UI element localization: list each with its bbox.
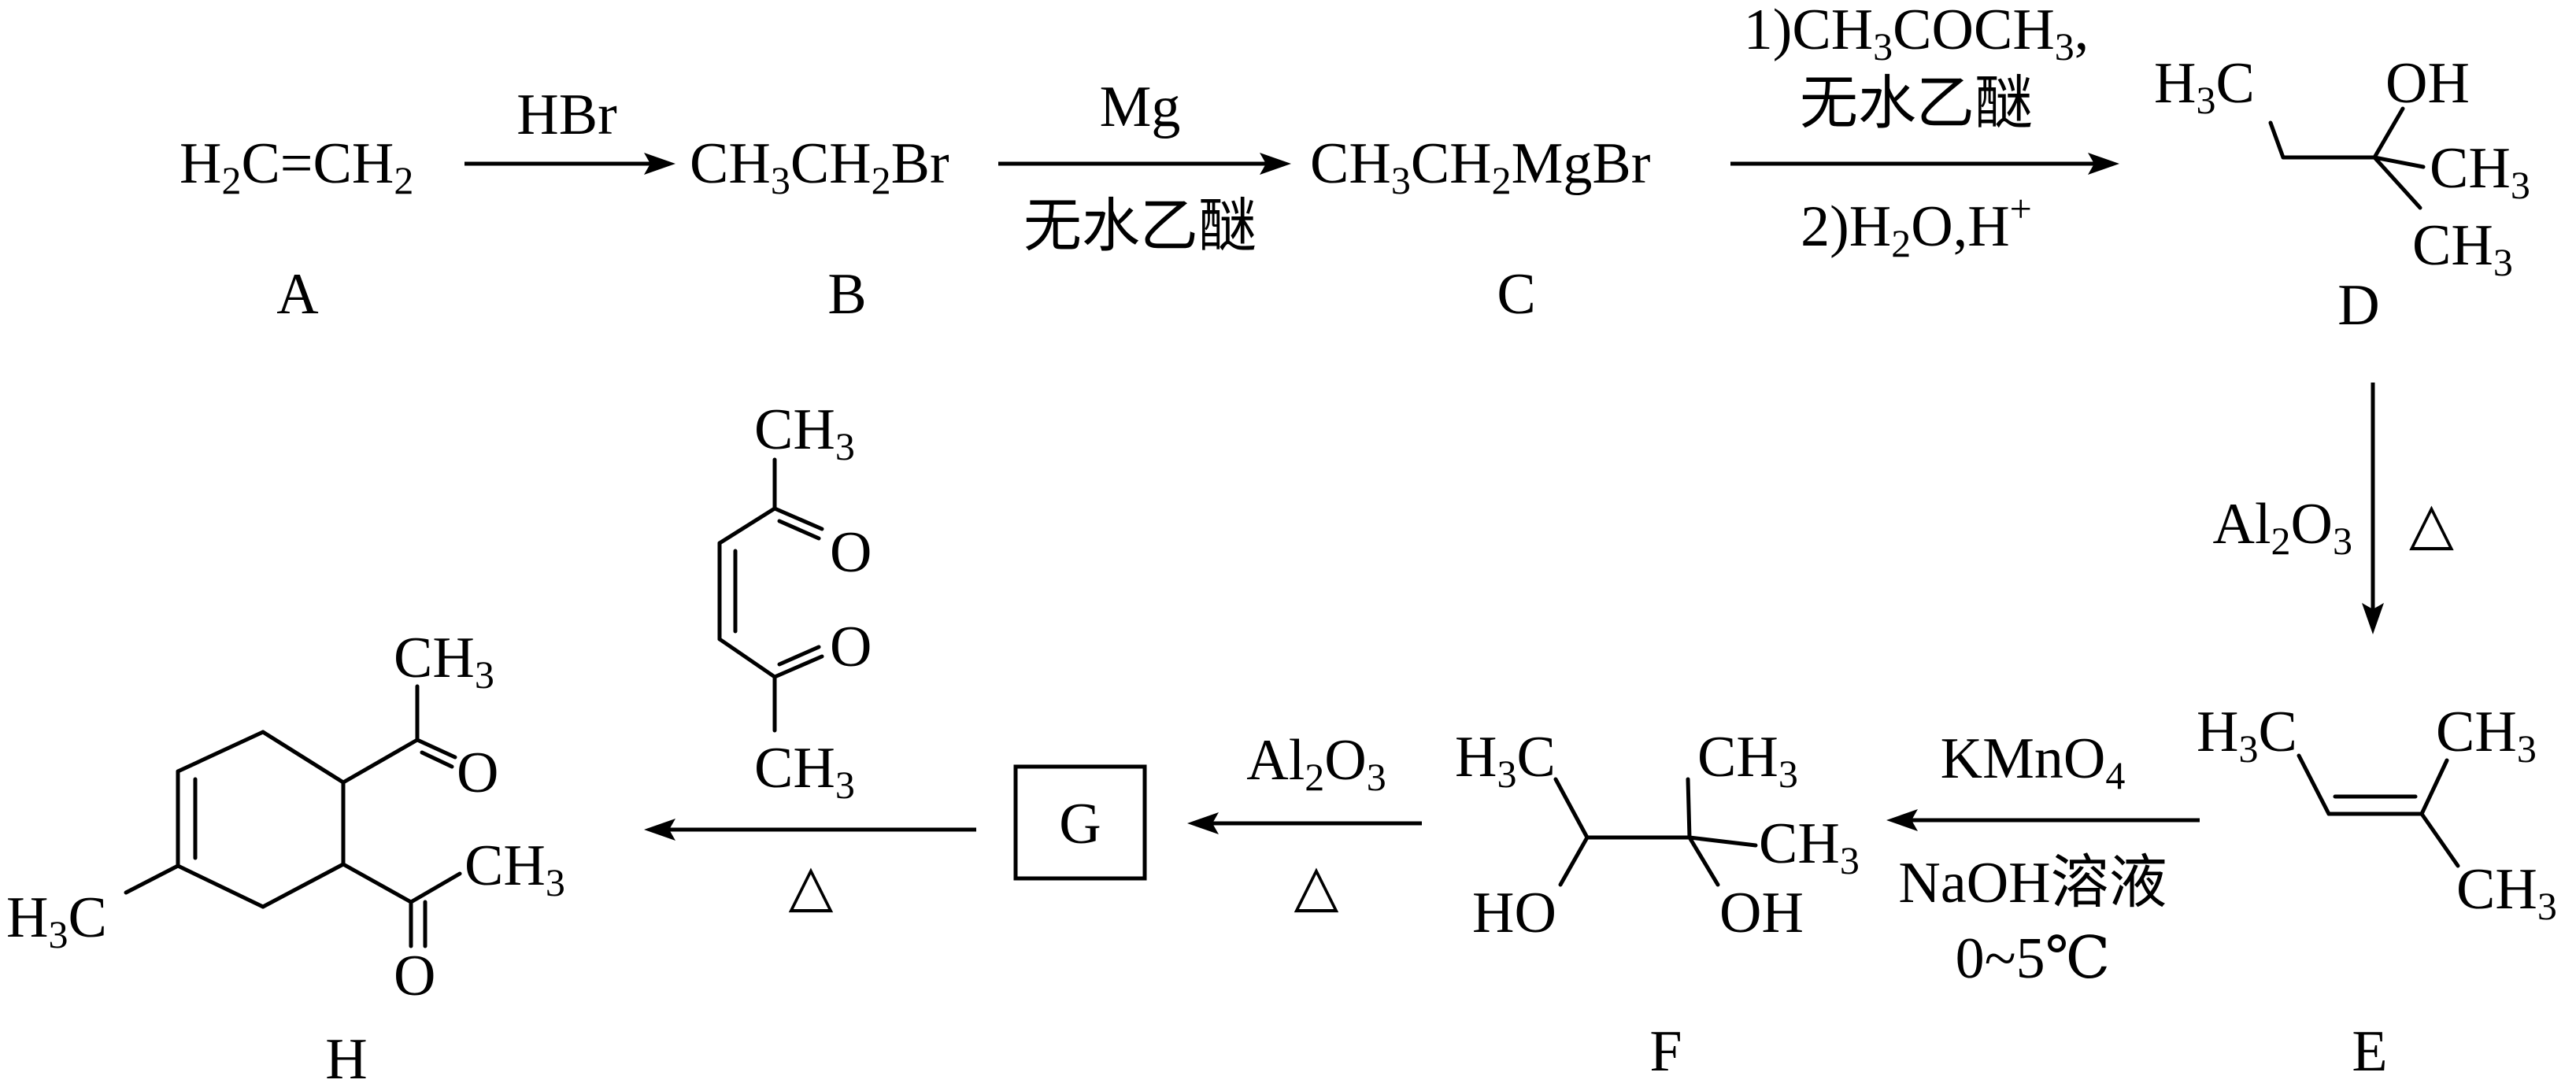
reagent-acetone: 1)CH3COCH3,: [1744, 0, 2089, 68]
compound-a-label: A: [276, 262, 318, 327]
f-atom-h3c: H3C: [1455, 725, 1556, 796]
arrow-f-to-g: [1187, 812, 1422, 834]
arrow-g-to-h: [644, 819, 976, 841]
dienophile-atom-o-bottom: O: [830, 615, 872, 679]
compound-e-structure: [2297, 753, 2460, 868]
d-atom-oh: OH: [2385, 51, 2470, 116]
heat-symbol-3: △: [789, 854, 834, 919]
compound-a-formula: H2C=CH2: [180, 131, 413, 202]
d-atom-ch3-a: CH3: [2430, 136, 2530, 207]
reaction-temperature: 0~5℃: [1956, 926, 2111, 991]
reagent-naoh: NaOH溶液: [1898, 851, 2167, 915]
compound-f-label: F: [1649, 1019, 1682, 1084]
h-atom-ch3-a: CH3: [394, 626, 494, 697]
f-atom-ch3-a: CH3: [1697, 725, 1798, 796]
h-atom-o-a: O: [457, 741, 498, 805]
arrow-c-to-d: [1730, 153, 2119, 175]
e-atom-h3c: H3C: [2197, 700, 2297, 771]
dienophile-atom-ch3-bottom: CH3: [754, 736, 855, 807]
h-atom-ch3-b: CH3: [464, 834, 565, 904]
arrow-e-to-f: [1886, 809, 2200, 831]
arrow-a-to-b: [464, 153, 675, 175]
compound-g-box: [1013, 764, 1147, 881]
solvent-ether-1: 无水乙醚: [1023, 194, 1257, 259]
f-atom-oh: OH: [1719, 881, 1804, 945]
heat-symbol-1: △: [2409, 492, 2454, 556]
heat-symbol-2: △: [1294, 854, 1339, 919]
e-atom-ch3-a: CH3: [2436, 700, 2537, 771]
compound-h-label: H: [325, 1027, 367, 1087]
compound-h-structure: [124, 684, 462, 948]
d-atom-ch3-b: CH3: [2412, 213, 2513, 284]
reagent-hbr: HBr: [516, 83, 616, 147]
reagent-h3o: 2)H2O,H+: [1801, 187, 2032, 265]
f-atom-ho: HO: [1472, 881, 1556, 945]
dienophile-atom-ch3-top: CH3: [754, 397, 855, 468]
arrow-b-to-c: [998, 153, 1291, 175]
reagent-al2o3-2: Al2O3: [1246, 728, 1386, 799]
compound-b-formula: CH3CH2Br: [690, 131, 949, 202]
compound-c-label: C: [1497, 262, 1535, 327]
dienophile-structure: [717, 457, 824, 733]
compound-e-label: E: [2352, 1019, 2387, 1084]
f-atom-ch3-b: CH3: [1759, 812, 1860, 882]
dienophile-atom-o-top: O: [830, 520, 872, 585]
solvent-ether-2: 无水乙醚: [1800, 72, 2033, 136]
reagent-mg: Mg: [1100, 75, 1181, 139]
d-atom-h3c: H3C: [2154, 51, 2255, 122]
compound-g-label: G: [1059, 792, 1101, 856]
h-atom-o-b: O: [394, 944, 435, 1008]
arrow-d-to-e: [2362, 383, 2384, 634]
compound-b-label: B: [827, 262, 866, 327]
compound-f-structure: [1553, 777, 1758, 887]
reagent-kmno4: KMnO4: [1941, 727, 2126, 797]
compound-d-structure: [2268, 106, 2426, 210]
compound-d-label: D: [2337, 273, 2379, 338]
compound-c-formula: CH3CH2MgBr: [1310, 131, 1650, 202]
e-atom-ch3-b: CH3: [2456, 857, 2557, 928]
h-atom-h3c: H3C: [6, 885, 107, 956]
reagent-al2o3-1: Al2O3: [2213, 492, 2352, 563]
